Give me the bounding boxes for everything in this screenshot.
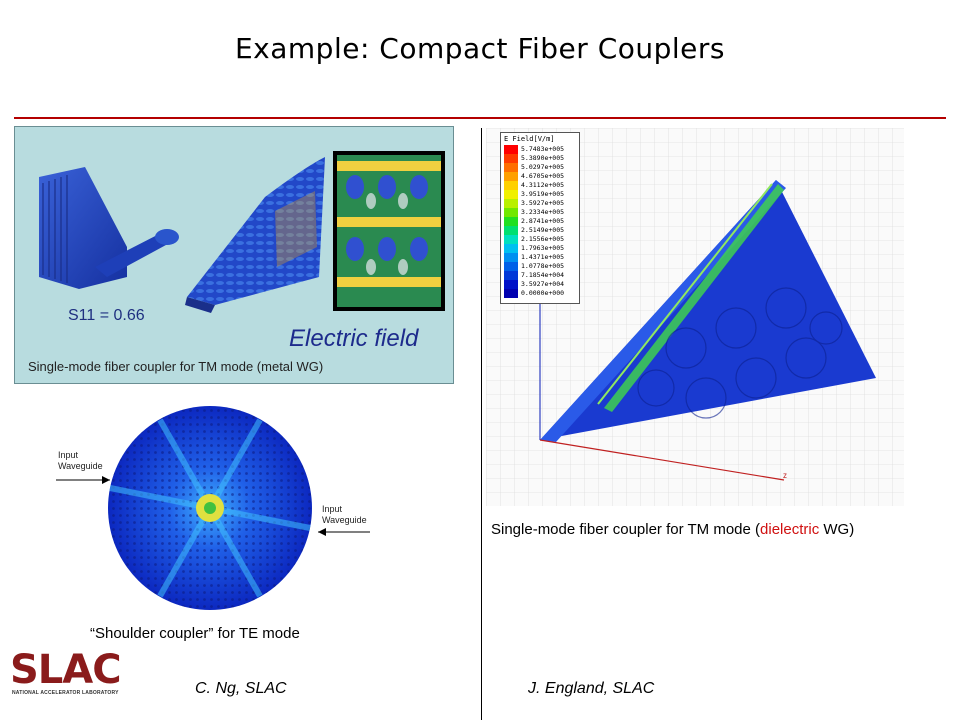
dielectric-wg-caption: Single-mode fiber coupler for TM mode (d… (491, 521, 854, 538)
metal-wg-coupler-render (39, 151, 445, 313)
shoulder-coupler-caption: “Shoulder coupler” for TE mode (90, 625, 300, 642)
title-rule (14, 117, 946, 119)
electric-field-label: Electric field (289, 325, 419, 352)
legend-value: 4.3112e+005 (521, 181, 565, 189)
z-axis-label: z (783, 471, 787, 480)
legend-row: 5.7483e+005 (504, 145, 578, 154)
legend-row: 5.0297e+005 (504, 163, 578, 172)
legend-row: 2.5149e+005 (504, 226, 578, 235)
legend-swatch (504, 244, 518, 253)
legend-swatch (504, 217, 518, 226)
input-waveguide-label-left: Input Waveguide (58, 450, 103, 471)
shoulder-coupler-render (56, 406, 370, 610)
legend-value: 0.0000e+000 (521, 289, 565, 297)
legend-swatch (504, 181, 518, 190)
legend-swatch (504, 199, 518, 208)
credit-left: C. Ng, SLAC (195, 680, 287, 697)
legend-row: 5.3890e+005 (504, 154, 578, 163)
legend-swatch (504, 271, 518, 280)
legend-value: 5.3890e+005 (521, 154, 565, 162)
legend-value: 2.1556e+005 (521, 235, 565, 243)
legend-swatch (504, 226, 518, 235)
legend-value: 1.4371e+005 (521, 253, 565, 261)
legend-title: E Field[V/m] (504, 135, 555, 143)
legend-swatch (504, 208, 518, 217)
legend-row: 1.0778e+005 (504, 262, 578, 271)
legend-swatch (504, 253, 518, 262)
credit-right: J. England, SLAC (528, 680, 655, 697)
legend-row: 1.7963e+005 (504, 244, 578, 253)
caption-part-2: WG) (819, 521, 855, 538)
legend-row: 3.5927e+004 (504, 280, 578, 289)
legend-value: 7.1854e+004 (521, 271, 565, 279)
legend-value: 2.5149e+005 (521, 226, 565, 234)
shoulder-coupler-panel: Input Waveguide Input Waveguide (40, 400, 440, 612)
vertical-divider (481, 128, 482, 720)
legend-swatch (504, 145, 518, 154)
slide-title: Example: Compact Fiber Couplers (234, 32, 726, 65)
legend-swatch (504, 235, 518, 244)
metal-wg-caption: Single-mode fiber coupler for TM mode (m… (28, 359, 324, 374)
legend-swatch (504, 289, 518, 298)
legend-value: 3.2334e+005 (521, 208, 565, 216)
caption-part-1: Single-mode fiber coupler for TM mode ( (491, 521, 761, 538)
legend-value: 5.7483e+005 (521, 145, 565, 153)
legend-row: 0.0000e+000 (504, 289, 578, 298)
legend-swatch (504, 172, 518, 181)
legend-value: 1.7963e+005 (521, 244, 565, 252)
legend-swatch (504, 190, 518, 199)
legend-swatch (504, 280, 518, 289)
legend-value: 3.9519e+005 (521, 190, 565, 198)
legend-swatch (504, 154, 518, 163)
s11-label: S11 = 0.66 (68, 307, 145, 324)
input-waveguide-label-right: Input Waveguide (322, 504, 367, 525)
legend-swatch (504, 163, 518, 172)
slac-logo-subtitle: NATIONAL ACCELERATOR LABORATORY (12, 690, 119, 696)
legend-row: 3.5927e+005 (504, 199, 578, 208)
legend-row: 1.4371e+005 (504, 253, 578, 262)
legend-value: 5.0297e+005 (521, 163, 565, 171)
legend-value: 1.0778e+005 (521, 262, 565, 270)
legend-row: 7.1854e+004 (504, 271, 578, 280)
legend-value: 2.8741e+005 (521, 217, 565, 225)
legend-row: 3.2334e+005 (504, 208, 578, 217)
legend-row: 4.6705e+005 (504, 172, 578, 181)
legend-value: 4.6705e+005 (521, 172, 565, 180)
legend-swatch (504, 262, 518, 271)
legend-row: 2.1556e+005 (504, 235, 578, 244)
caption-highlight: dielectric (760, 521, 820, 538)
legend-row: 3.9519e+005 (504, 190, 578, 199)
metal-wg-coupler-panel: S11 = 0.66 Electric field Single-mode fi… (14, 126, 454, 384)
legend-value: 3.5927e+005 (521, 199, 565, 207)
slac-logo: SLAC NATIONAL ACCELERATOR LABORATORY (10, 647, 128, 699)
legend-row: 2.8741e+005 (504, 217, 578, 226)
legend-value: 3.5927e+004 (521, 280, 565, 288)
legend-row: 4.3112e+005 (504, 181, 578, 190)
slac-logo-text: SLAC (10, 647, 122, 693)
